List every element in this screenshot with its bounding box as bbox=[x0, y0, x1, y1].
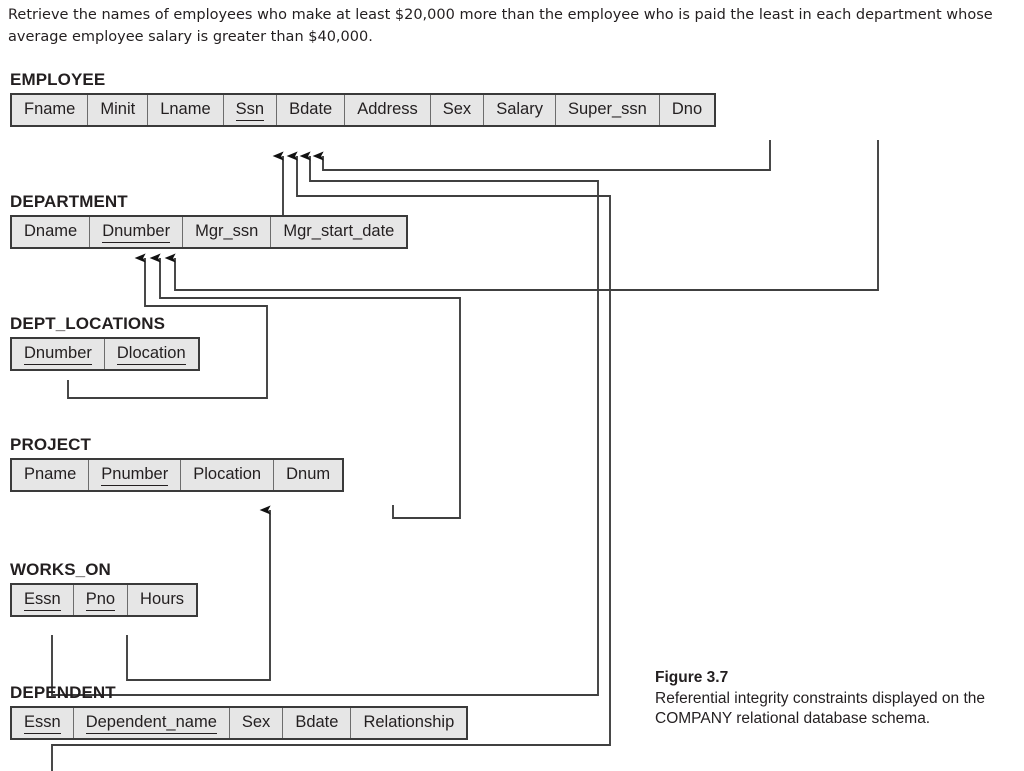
attr-dependent-name[interactable]: Dependent_name bbox=[74, 708, 230, 738]
relation-works-on: WORKS_ON Essn Pno Hours bbox=[0, 560, 199, 617]
attr-plocation[interactable]: Plocation bbox=[181, 460, 275, 490]
attribute-row: Dname Dnumber Mgr_ssn Mgr_start_date bbox=[10, 215, 409, 249]
foreign-key-connectors bbox=[51, 140, 879, 771]
attr-pnumber[interactable]: Pnumber bbox=[89, 460, 182, 490]
fk-workson-essn-to-employee-ssn bbox=[51, 151, 599, 696]
attr-mgr-start-date[interactable]: Mgr_start_date bbox=[283, 222, 395, 240]
attr-bdate[interactable]: Bdate bbox=[277, 95, 346, 125]
figure-caption: Figure 3.7 Referential integrity constra… bbox=[655, 668, 1020, 730]
attribute-row: Essn Pno Hours bbox=[10, 583, 199, 617]
attr-address[interactable]: Address bbox=[345, 95, 431, 125]
question-text: Retrieve the names of employees who make… bbox=[8, 7, 993, 46]
attr-minit[interactable]: Minit bbox=[88, 95, 149, 125]
attr-pname[interactable]: Pname bbox=[12, 460, 90, 490]
fk-employee-dno-to-department-dnumber bbox=[164, 140, 879, 291]
fk-workson-pno-to-project-pnumber bbox=[126, 505, 271, 681]
attr-sex[interactable]: Sex bbox=[431, 95, 485, 125]
attr-fname[interactable]: Fname bbox=[12, 95, 89, 125]
relation-name: WORKS_ON bbox=[10, 560, 111, 579]
attr-dname[interactable]: Dname bbox=[12, 217, 91, 247]
relation-project: PROJECT Pname Pnumber Plocation Dnum bbox=[0, 435, 345, 492]
attribute-row: Pname Pnumber Plocation Dnum bbox=[10, 458, 345, 492]
attribute-row: Dnumber Dlocation bbox=[10, 337, 200, 371]
attr-dlocation[interactable]: Dlocation bbox=[105, 339, 198, 369]
relation-dependent: DEPENDENT Essn Dependent_name Sex Bdate … bbox=[0, 683, 469, 740]
relation-name: EMPLOYEE bbox=[10, 70, 106, 89]
relation-dept-locations: DEPT_LOCATIONS Dnumber Dlocation bbox=[0, 314, 200, 371]
relation-employee: EMPLOYEE Fname Minit Lname Ssn Bdate Add… bbox=[0, 70, 717, 127]
fk-deptlocations-dnumber-to-department-dnumber bbox=[67, 253, 268, 399]
relation-name: DEPARTMENT bbox=[10, 192, 128, 211]
fk-dependent-essn-to-employee-ssn bbox=[51, 151, 611, 771]
company-schema-diagram: EMPLOYEE Fname Minit Lname Ssn Bdate Add… bbox=[0, 60, 1024, 771]
attr-relationship[interactable]: Relationship bbox=[363, 713, 455, 731]
attr-bdate[interactable]: Bdate bbox=[283, 708, 352, 738]
attr-essn[interactable]: Essn bbox=[12, 708, 74, 738]
attribute-row: Fname Minit Lname Ssn Bdate Address Sex … bbox=[10, 93, 717, 127]
attr-pno[interactable]: Pno bbox=[74, 585, 129, 615]
attr-dnumber[interactable]: Dnumber bbox=[12, 339, 105, 369]
attr-hours[interactable]: Hours bbox=[140, 590, 185, 608]
attr-salary[interactable]: Salary bbox=[484, 95, 556, 125]
attr-essn[interactable]: Essn bbox=[12, 585, 74, 615]
fk-employee-superssn-to-employee-ssn bbox=[312, 140, 771, 171]
fk-project-dnum-to-department-dnumber bbox=[149, 253, 461, 519]
relation-department: DEPARTMENT Dname Dnumber Mgr_ssn Mgr_sta… bbox=[0, 192, 409, 249]
relation-name: PROJECT bbox=[10, 435, 91, 454]
attr-mgr-ssn[interactable]: Mgr_ssn bbox=[183, 217, 272, 247]
figure-number: Figure 3.7 bbox=[655, 669, 729, 686]
relation-name: DEPT_LOCATIONS bbox=[10, 314, 166, 333]
attr-dnum[interactable]: Dnum bbox=[286, 465, 331, 483]
relation-name: DEPENDENT bbox=[10, 683, 116, 702]
attr-lname[interactable]: Lname bbox=[148, 95, 224, 125]
figure-caption-text: Referential integrity constraints displa… bbox=[655, 689, 985, 728]
attribute-row: Essn Dependent_name Sex Bdate Relationsh… bbox=[10, 706, 469, 740]
attr-sex[interactable]: Sex bbox=[230, 708, 284, 738]
attr-super-ssn[interactable]: Super_ssn bbox=[556, 95, 660, 125]
attr-dno[interactable]: Dno bbox=[671, 100, 703, 118]
attr-ssn[interactable]: Ssn bbox=[224, 95, 278, 125]
attr-dnumber[interactable]: Dnumber bbox=[90, 217, 184, 247]
